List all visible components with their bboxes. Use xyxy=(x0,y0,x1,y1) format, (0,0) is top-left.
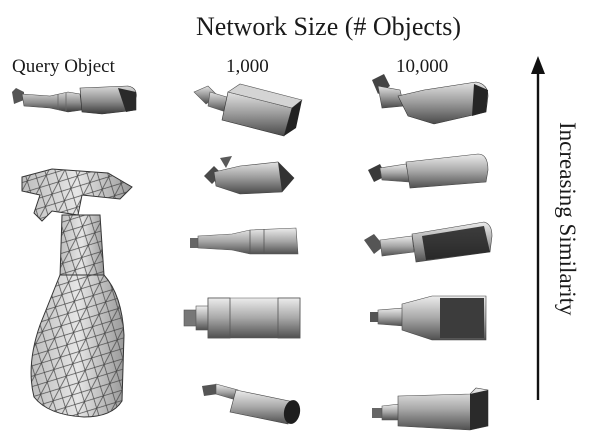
column-header-query: Query Object xyxy=(12,56,115,77)
result-10000-4 xyxy=(370,295,487,341)
figure-title: Network Size (# Objects) xyxy=(196,12,461,41)
result-10000-2 xyxy=(368,153,489,189)
result-10000-5 xyxy=(372,387,489,431)
query-object-wireframe xyxy=(21,168,133,418)
query-object-render xyxy=(12,85,137,115)
result-10000-3 xyxy=(364,221,493,263)
column-header-1000: 1,000 xyxy=(226,56,269,77)
result-10000-1 xyxy=(372,74,489,125)
up-arrow-icon xyxy=(531,56,545,400)
side-label: Increasing Similarity xyxy=(555,122,580,316)
column-header-10000: 10,000 xyxy=(396,56,449,77)
result-1000-3 xyxy=(190,227,299,255)
result-1000-1 xyxy=(193,83,303,137)
result-1000-5 xyxy=(202,383,301,425)
result-1000-4 xyxy=(183,297,301,339)
result-1000-2 xyxy=(204,156,295,195)
